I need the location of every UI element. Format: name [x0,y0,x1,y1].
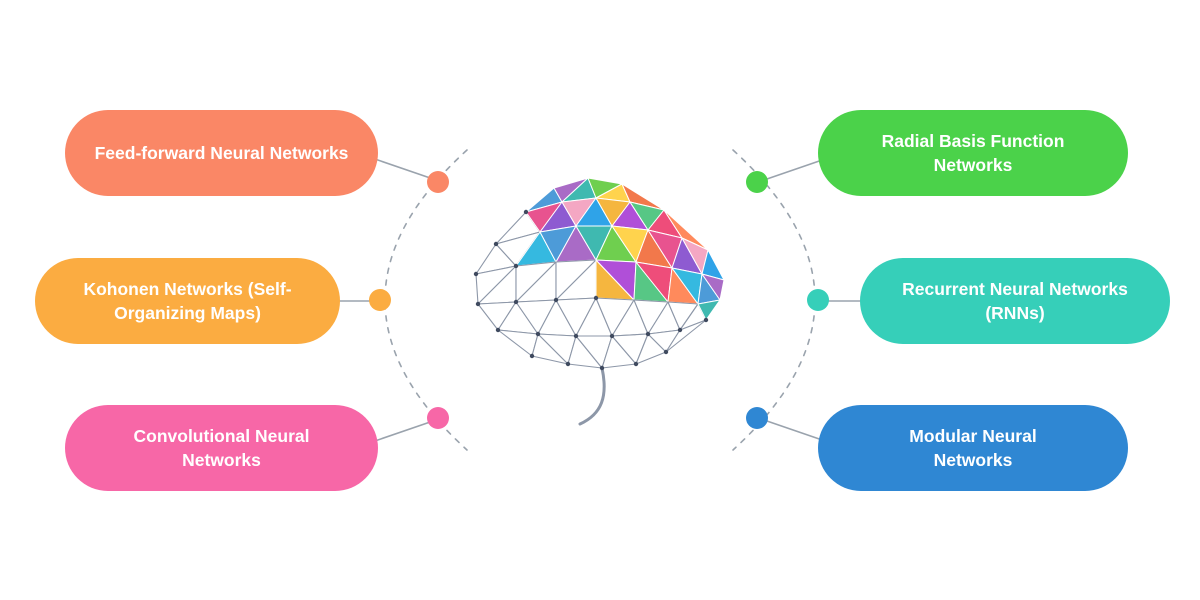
node-pill-radial-basis: Radial Basis Function Networks [818,110,1128,196]
node-label-radial-basis: Radial Basis Function Networks [881,130,1065,176]
brain-polygon-art [473,177,725,426]
node-label-feed-forward: Feed-forward Neural Networks [94,142,349,163]
node-pill-convolutional: Convolutional Neural Networks [65,405,378,491]
node-dot-modular [746,407,768,429]
connector-line-modular [763,419,829,443]
node-pill-recurrent: Recurrent Neural Networks (RNNs) [860,258,1170,344]
connector-line-convolutional [371,419,437,443]
node-pill-modular: Modular Neural Networks [818,405,1128,491]
brain-illustration [450,162,750,447]
node-dot-feed-forward [427,171,449,193]
node-label-convolutional: Convolutional Neural Networks [133,425,310,471]
node-pill-feed-forward: Feed-forward Neural Networks [65,110,378,196]
connector-line-feed-forward [371,157,437,181]
node-dot-recurrent [807,289,829,311]
node-dot-kohonen [369,289,391,311]
connector-line-radial-basis [763,157,829,181]
node-label-modular: Modular Neural Networks [909,425,1037,471]
node-pill-kohonen: Kohonen Networks (Self-Organizing Maps) [35,258,340,344]
node-dot-radial-basis [746,171,768,193]
node-label-kohonen: Kohonen Networks (Self-Organizing Maps) [83,278,292,324]
node-dot-convolutional [427,407,449,429]
node-label-recurrent: Recurrent Neural Networks (RNNs) [902,278,1128,324]
